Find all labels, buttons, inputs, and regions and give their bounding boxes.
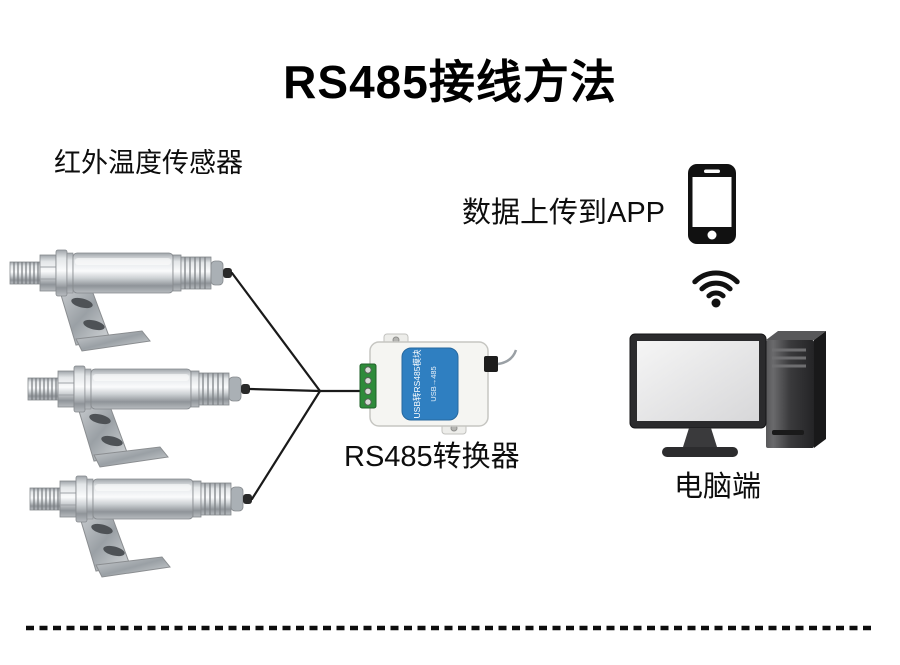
sensors-label: 红外温度传感器 — [54, 148, 243, 178]
monitor — [629, 333, 767, 457]
smartphone-icon — [688, 164, 736, 244]
terminal-block — [359, 363, 377, 409]
converter-label: RS485转换器 — [344, 441, 520, 473]
upload-to-app-label: 数据上传到APP — [462, 197, 666, 229]
ir-sensor-1 — [9, 249, 233, 352]
converter-blue-label — [401, 347, 459, 421]
ir-sensor-2 — [27, 365, 251, 468]
usb-connector — [484, 349, 518, 372]
connection-lines — [230, 271, 365, 501]
converter-module-text: USB转RS485模块 — [412, 349, 422, 418]
pc-tower — [766, 331, 826, 448]
rs485-converter: USB转RS485模块 USB→485 — [359, 333, 518, 435]
converter-module-subtext: USB→485 — [429, 366, 438, 401]
desktop-computer — [629, 331, 826, 457]
page-title: RS485接线方法 — [283, 56, 617, 108]
wifi-icon — [692, 270, 740, 308]
ir-sensor-3 — [29, 475, 253, 578]
computer-label: 电脑端 — [674, 471, 762, 503]
